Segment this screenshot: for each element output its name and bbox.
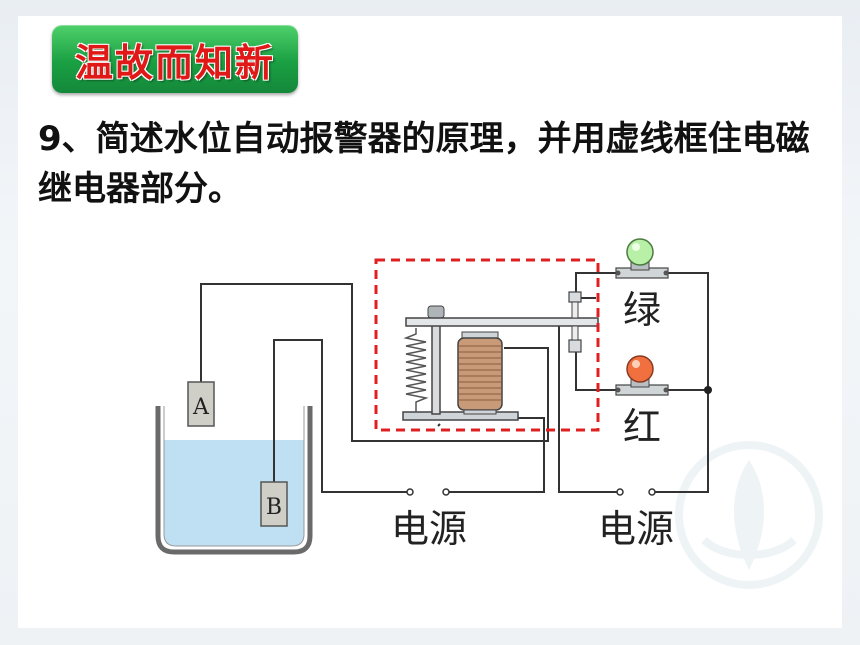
probe-a-label: A [192,395,210,420]
section-title: 温故而知新 [74,39,275,85]
spring [403,328,429,412]
relay-dashed-frame [374,258,600,432]
section-title-badge: 温故而知新 [52,25,298,93]
junction-dot [704,386,712,394]
upper-contact [568,291,582,303]
power-source-left [406,488,450,496]
red-lamp-label: 红 [623,405,661,449]
slide-canvas: 温故而知新 9、简述水位自动报警器的原理，并用虚线框住电磁继电器部分。 [18,16,842,628]
water-tank [155,406,313,555]
red-lamp [615,355,669,396]
power-source-left-label: 电源 [391,507,467,551]
relay-base [402,411,519,421]
power-source-right [616,488,656,496]
relay-pivot-post [431,315,441,415]
water-level-alarm-diagram: A B 绿 红 电源 电源 [155,238,712,555]
probe-b-label: B [266,495,282,520]
probe-a: A [187,381,215,427]
power-source-right-label: 电源 [598,507,674,551]
electromagnet-core [461,331,499,339]
probe-b: B [260,481,288,527]
question-separator: 、 [61,119,96,159]
electromagnet-coil [457,337,503,411]
circuit-wires [200,272,709,493]
electromagnetic-relay [402,291,599,421]
question-number: 9 [38,119,62,159]
question-text-block: 9、简述水位自动报警器的原理，并用虚线框住电磁继电器部分。 [38,114,828,214]
green-lamp-label: 绿 [623,288,661,332]
watermark-emblem [675,441,823,589]
armature-lever [405,317,599,327]
green-lamp [615,238,669,279]
tank-walls [155,406,313,555]
question-body: 简述水位自动报警器的原理，并用虚线框住电磁继电器部分。 [38,119,810,209]
lower-contact [568,339,582,353]
